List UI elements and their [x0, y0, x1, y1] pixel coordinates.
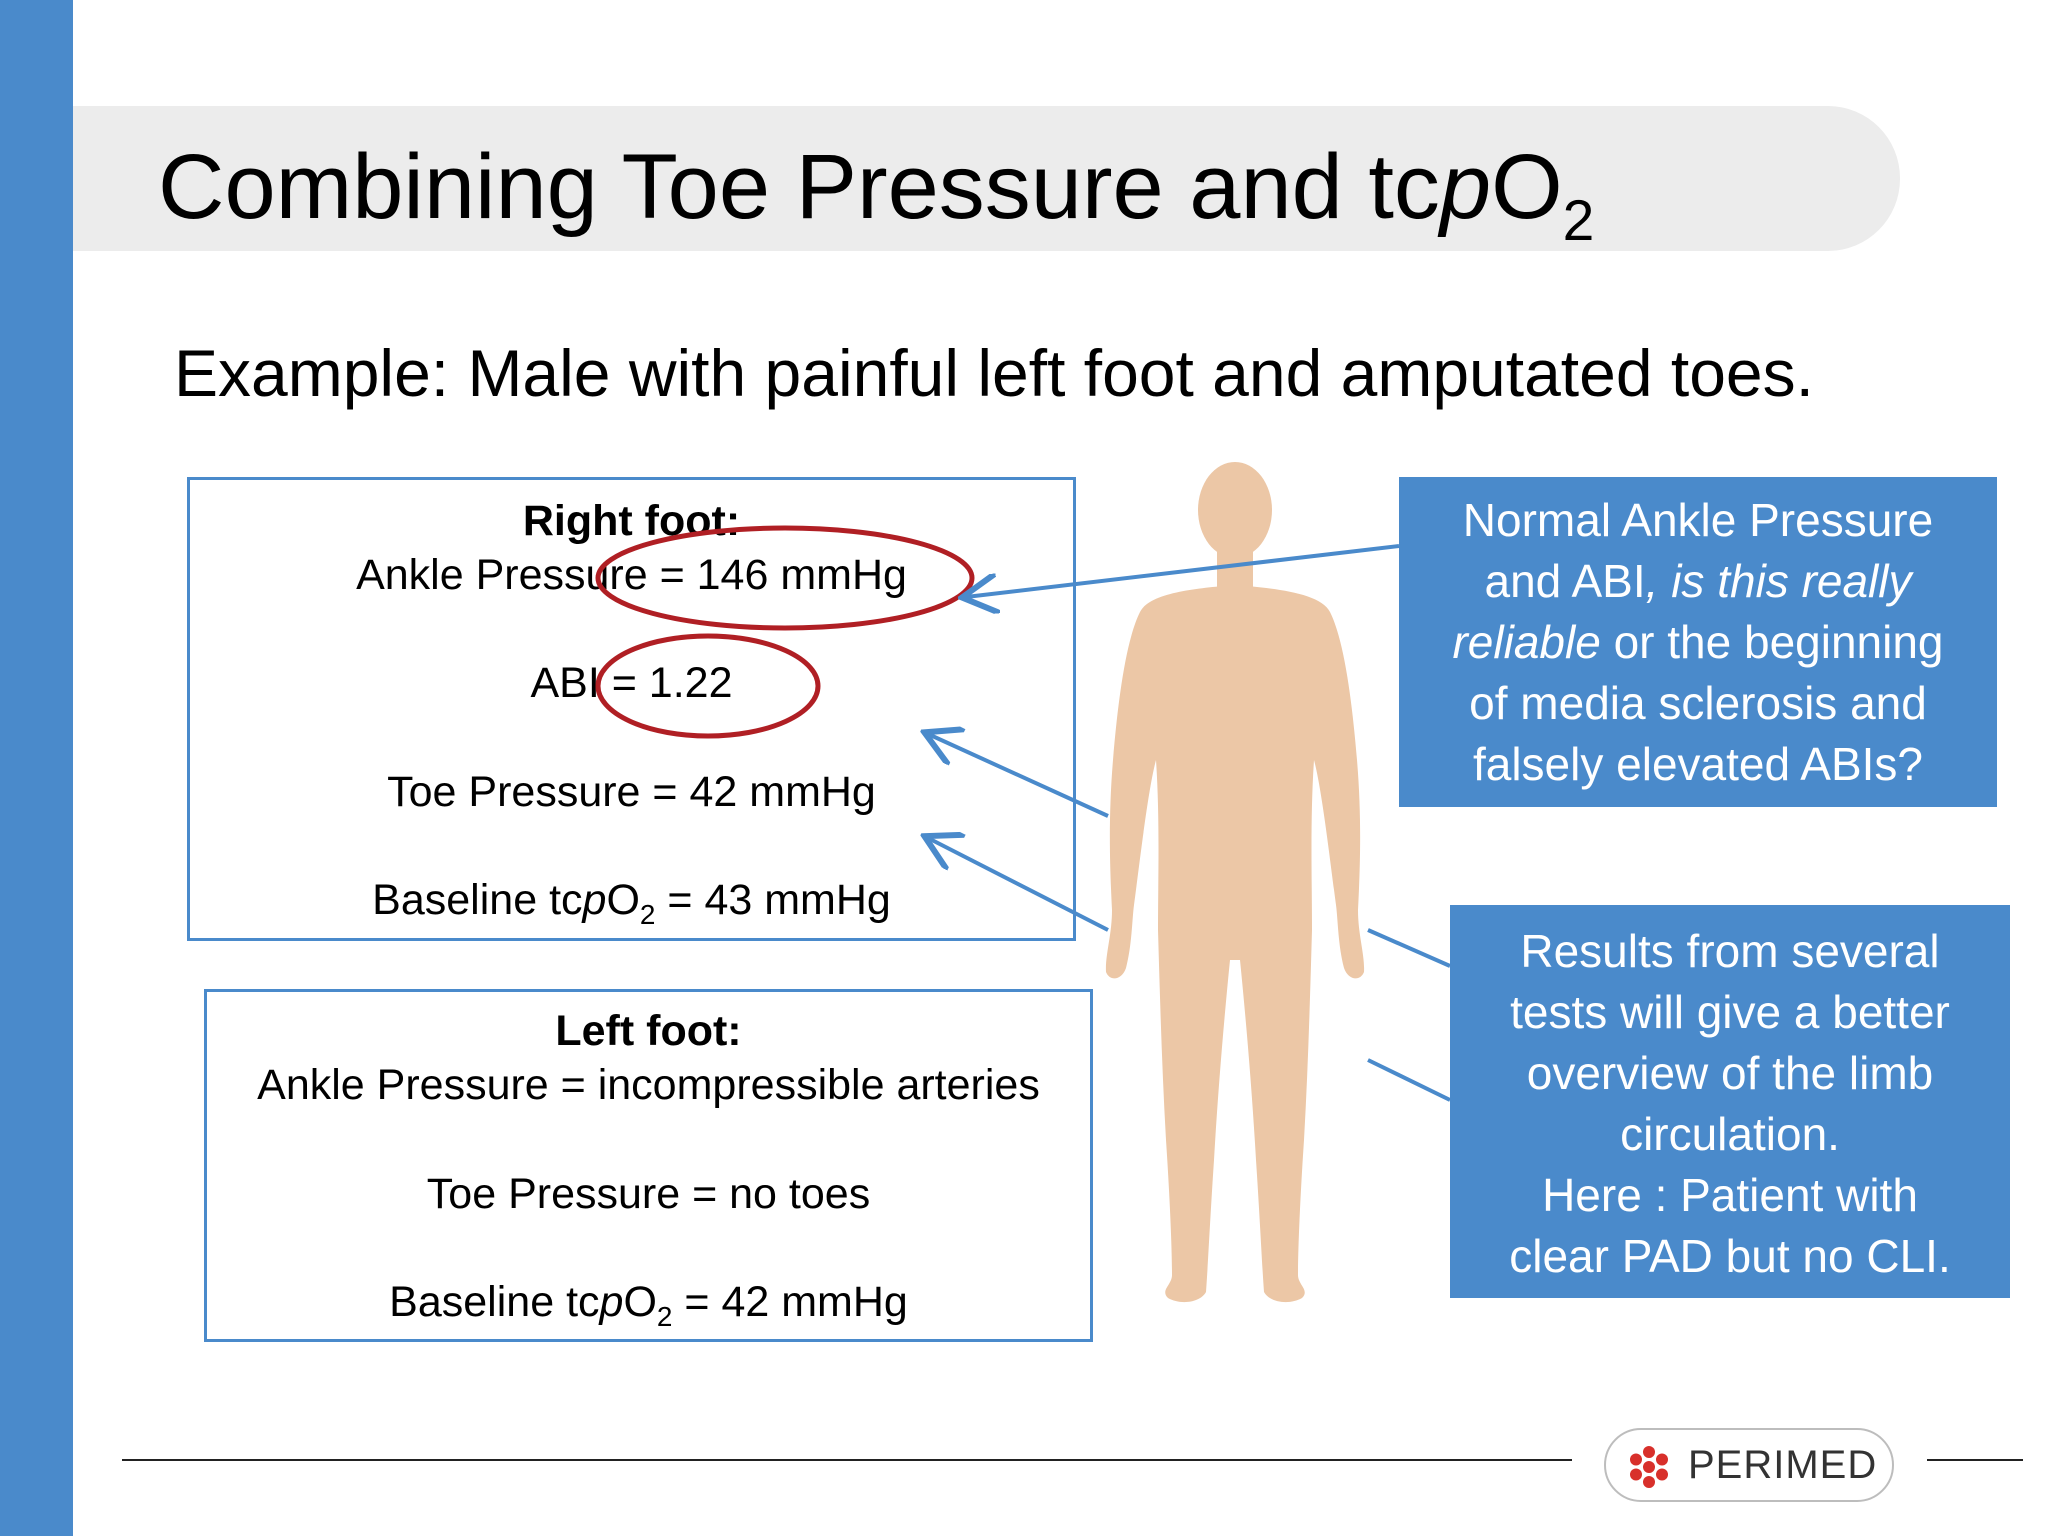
- callout-2-line-2: tests will give a better: [1510, 986, 1950, 1038]
- title-band: [73, 106, 1900, 251]
- right-toe-pressure: Toe Pressure = 42 mmHg: [387, 768, 876, 816]
- connector-callout-2-lower: [1367, 1058, 1451, 1102]
- callout-1-line-2: and ABI, is this really: [1484, 555, 1912, 607]
- callout-1-line-3: reliable or the beginning: [1452, 616, 1944, 668]
- left-accent-bar: [0, 0, 73, 1536]
- callout-several-tests: Results from several tests will give a b…: [1450, 905, 2010, 1298]
- perimed-flower-icon: [1630, 1446, 1668, 1488]
- callout-normal-abi: Normal Ankle Pressure and ABI, is this r…: [1399, 477, 1997, 807]
- callout-2-line-1: Results from several: [1520, 925, 1940, 977]
- perimed-logo-text: PERIMED: [1688, 1443, 1878, 1487]
- footer-rule-left: [122, 1459, 1572, 1461]
- callout-1-line-1: Normal Ankle Pressure: [1462, 494, 1934, 546]
- left-ankle-pressure: Ankle Pressure = incompressible arteries: [257, 1061, 1040, 1109]
- footer-rule-right: [1927, 1459, 2023, 1461]
- callout-1-line-4: of media sclerosis and: [1469, 677, 1927, 729]
- callout-2-line-6: clear PAD but no CLI.: [1509, 1230, 1951, 1282]
- example-subtitle: Example: Male with painful left foot and…: [174, 336, 1814, 410]
- right-foot-panel: Right foot: Ankle Pressure = 146 mmHg AB…: [187, 477, 1076, 941]
- callout-1-line-5: falsely elevated ABIs?: [1472, 738, 1924, 790]
- connector-callout-2-upper: [1367, 928, 1451, 968]
- human-body-figure: [1105, 462, 1365, 1303]
- right-abi: ABI = 1.22: [530, 659, 733, 707]
- right-tcpo2: Baseline tcpO2 = 43 mmHg: [372, 876, 891, 930]
- callout-2-line-5: Here : Patient with: [1542, 1169, 1918, 1221]
- left-foot-heading: Left foot:: [555, 1007, 742, 1055]
- callout-2-line-3: overview of the limb: [1526, 1047, 1934, 1099]
- slide-title: Combining Toe Pressure and tcpO2: [158, 136, 1595, 253]
- perimed-logo: PERIMED: [1604, 1428, 1894, 1502]
- right-foot-heading: Right foot:: [522, 497, 741, 545]
- callout-2-line-4: circulation.: [1620, 1108, 1840, 1160]
- left-tcpo2: Baseline tcpO2 = 42 mmHg: [389, 1278, 908, 1332]
- right-ankle-pressure: Ankle Pressure = 146 mmHg: [356, 551, 907, 599]
- left-toe-pressure: Toe Pressure = no toes: [426, 1170, 871, 1218]
- left-foot-panel: Left foot: Ankle Pressure = incompressib…: [204, 989, 1093, 1342]
